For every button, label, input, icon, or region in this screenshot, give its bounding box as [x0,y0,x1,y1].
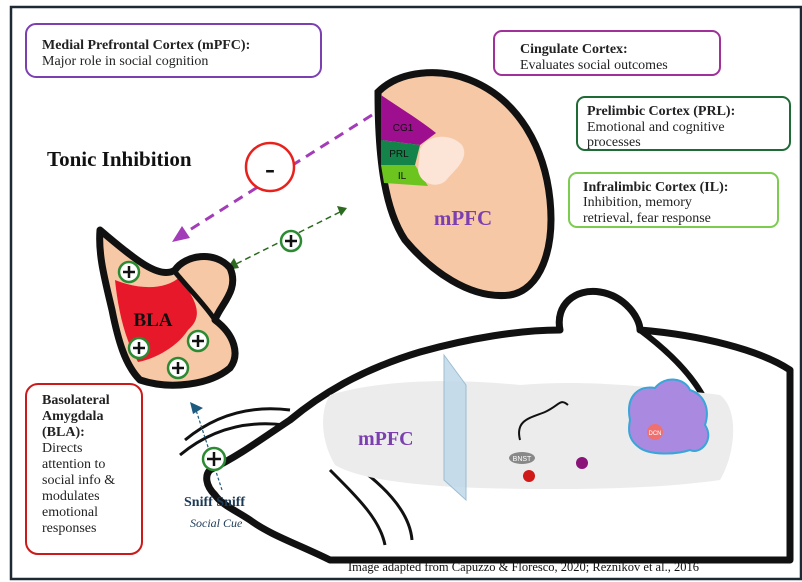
nucleus-purple [576,457,588,469]
svg-text:Infralimbic Cortex (IL):: Infralimbic Cortex (IL): [583,180,728,195]
svg-text:(BLA):: (BLA): [42,425,85,440]
nucleus-red [523,470,535,482]
prl-label: PRL [389,149,409,160]
plus-icon [117,260,141,284]
svg-text:Medial Prefrontal Cortex (mPFC: Medial Prefrontal Cortex (mPFC): [42,38,250,53]
plus-icon [279,229,303,253]
cerebellum: DCN [628,378,710,455]
mouse-mpfc-label: mPFC [358,428,414,450]
plus-icon [186,329,210,353]
svg-text:Cingulate Cortex:: Cingulate Cortex: [520,42,628,57]
cg1-label: CG1 [393,123,414,134]
svg-text:Emotional and cognitive: Emotional and cognitive [587,120,725,135]
svg-text:Basolateral: Basolateral [42,393,110,408]
svg-text:responses: responses [42,521,96,536]
svg-text:retrieval, fear response: retrieval, fear response [583,211,711,226]
plus-icon [201,446,227,472]
social-cue-text: Social Cue [190,516,243,530]
sniff-text: Sniff Sniff [184,495,245,510]
infralimbic-info-box: Infralimbic Cortex (IL): Inhibition, mem… [568,172,779,228]
minus-icon [244,141,296,193]
bnst-label: BNST [513,456,532,463]
svg-text:Amygdala: Amygdala [42,409,103,424]
prelimbic-info-box: Prelimbic Cortex (PRL): Emotional and co… [576,96,791,151]
plus-icon [166,356,190,380]
bla-label: BLA [133,310,172,331]
svg-text:modulates: modulates [42,489,100,504]
svg-text:processes: processes [587,135,641,150]
bnst-nucleus [509,452,535,464]
svg-text:Directs: Directs [42,441,82,456]
svg-text:attention to: attention to [42,457,105,472]
dcn-nucleus [647,424,663,440]
il-label: IL [398,171,407,182]
tonic-inhibition-label: Tonic Inhibition [47,147,192,171]
dcn-label: DCN [649,431,662,437]
mpfc-info-box: Medial Prefrontal Cortex (mPFC): Major r… [25,23,322,78]
coronal-plane [443,353,467,502]
mouse-illustration: mPFC BNST DCN [179,287,794,564]
cingulate-info-box: Cingulate Cortex: Evaluates social outco… [493,30,721,76]
svg-text:social info &: social info & [42,473,115,488]
arrow-head-icon [172,226,190,242]
inhibition-arrow [179,113,373,238]
bla-info-box: Basolateral Amygdala (BLA): Directs atte… [25,383,143,555]
mpfc-coronal-section: CG1 PRL IL mPFC [374,69,555,300]
plus-icon [127,336,151,360]
arrow-head-icon [337,206,347,216]
svg-text:Major role in social cognition: Major role in social cognition [42,54,208,69]
svg-text:Evaluates social outcomes: Evaluates social outcomes [520,58,668,73]
minus-sign: - [265,152,275,185]
arrow-head-icon [190,402,203,414]
amygdala-section: BLA [96,226,239,389]
svg-text:Prelimbic Cortex (PRL):: Prelimbic Cortex (PRL): [587,104,735,119]
svg-text:Inhibition, memory: Inhibition, memory [583,195,692,210]
caption: Image adapted from Capuzzo & Floresco, 2… [348,560,699,574]
svg-text:emotional: emotional [42,505,98,520]
mpfc-section-label: mPFC [434,206,492,230]
